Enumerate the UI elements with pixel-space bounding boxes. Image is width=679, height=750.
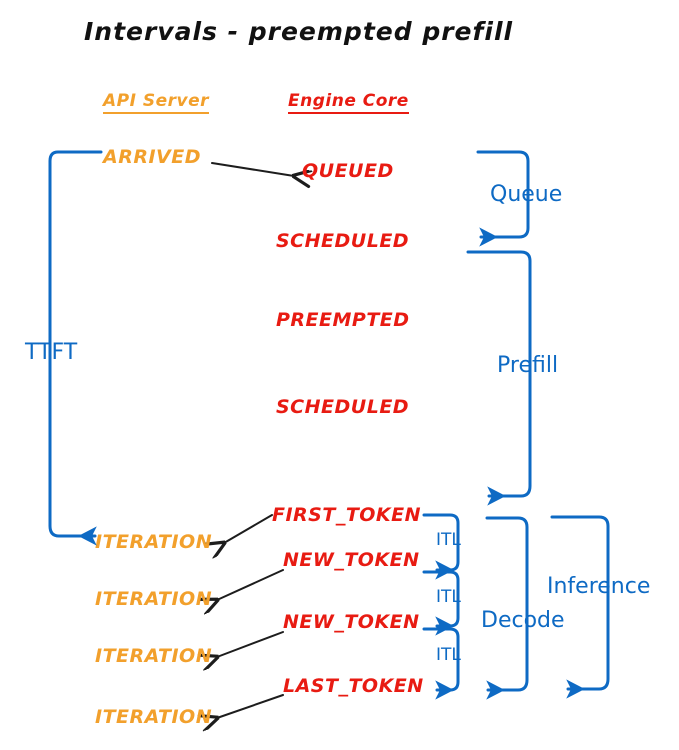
interval-label-itl-2: ITL	[434, 587, 463, 607]
arrow-first-token-to-iteration	[224, 514, 273, 543]
event-engine-first-token: FIRST_TOKEN	[272, 504, 422, 526]
event-engine-last-token: LAST_TOKEN	[283, 675, 424, 697]
column-header-engine-core: Engine Core	[288, 91, 409, 114]
interval-label-ttft: TTFT	[22, 340, 81, 365]
event-api-iteration-4: ITERATION	[95, 706, 213, 728]
page-title: Intervals - preempted prefill	[84, 17, 514, 46]
arrow-new-token-to-iteration-1	[217, 569, 284, 600]
interval-label-itl-1: ITL	[434, 530, 463, 550]
interval-bracket-inference	[550, 515, 610, 699]
event-engine-queued: QUEUED	[302, 160, 394, 182]
event-engine-preempted: PREEMPTED	[276, 309, 410, 331]
event-api-arrived: ARRIVED	[103, 146, 201, 168]
interval-bracket-decode	[485, 516, 529, 700]
event-api-iteration-3: ITERATION	[95, 645, 213, 667]
arrow-arrived-to-queued	[211, 162, 294, 176]
event-api-iteration-2: ITERATION	[95, 588, 213, 610]
interval-label-inference: Inference	[544, 574, 654, 599]
arrow-new-token-to-iteration-2	[217, 631, 284, 657]
interval-label-decode: Decode	[478, 608, 568, 633]
column-header-api-server: API Server	[103, 91, 210, 114]
event-api-iteration-1: ITERATION	[95, 531, 213, 553]
event-engine-scheduled-2: SCHEDULED	[276, 396, 410, 418]
interval-label-itl-3: ITL	[434, 645, 463, 665]
interval-label-prefill: Prefill	[494, 353, 562, 378]
event-engine-new-token-1: NEW_TOKEN	[283, 549, 420, 571]
arrow-last-token-to-iteration	[217, 694, 284, 718]
interval-label-queue: Queue	[487, 182, 566, 207]
event-engine-new-token-2: NEW_TOKEN	[283, 611, 420, 633]
event-engine-scheduled-1: SCHEDULED	[276, 230, 410, 252]
